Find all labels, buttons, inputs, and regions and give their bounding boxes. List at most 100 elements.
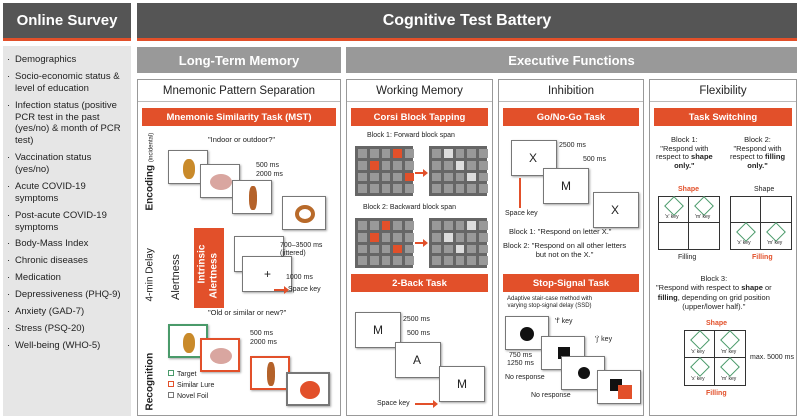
corsi-grid-4 xyxy=(429,218,488,268)
m-key-label: 'm' key xyxy=(695,214,711,220)
pretzel-icon xyxy=(295,205,315,223)
inhibition-panel: Inhibition Go/No-Go Task X M X 2500 ms 5… xyxy=(498,79,644,416)
corsi-arrow-2 xyxy=(415,239,428,247)
encoding-label: Encoding (incidental) xyxy=(144,132,156,211)
stop-signal-time-750: 750 ms xyxy=(509,352,532,359)
alertness-label: Alertness xyxy=(170,254,182,300)
stop-signal-card-4 xyxy=(597,370,641,404)
ts-grid-block3: 'x' key 'm' key 'x' key 'm' key xyxy=(684,330,746,386)
corsi-arrow-1 xyxy=(415,169,428,177)
stop-signal-no-response-2: No response xyxy=(531,392,571,399)
corsi-grid-2 xyxy=(429,146,488,196)
stop-signal-square-icon xyxy=(618,385,632,399)
x-key-label: 'x' key xyxy=(737,240,751,246)
stop-signal-no-response-1: No response xyxy=(505,374,545,381)
ts-b1-filling-label: Filling xyxy=(678,254,697,261)
stop-signal-time-1250: 1250 ms xyxy=(507,360,534,367)
recognition-time-2000: 2000 ms xyxy=(250,339,277,346)
mnemonic-pattern-separation-panel: Mnemonic Pattern Separation Mnemonic Sim… xyxy=(137,79,341,416)
recognition-card-seahorse xyxy=(250,356,290,390)
diamond-stimulus-icon xyxy=(690,357,710,377)
ts-block3-text: Block 3:"Respond with respect to shape o… xyxy=(656,274,772,312)
ts-max-time: max. 5000 ms xyxy=(750,354,794,361)
survey-item: Chronic diseases xyxy=(7,255,127,267)
x-key-label: 'x' key xyxy=(691,376,705,382)
survey-item: Anxiety (GAD-7) xyxy=(7,306,127,318)
legend-similar-lure: Similar Lure xyxy=(168,381,214,390)
brain-icon xyxy=(210,174,232,190)
ts-b2-filling-label: Filling xyxy=(752,254,773,261)
corsi-grid-1 xyxy=(355,146,414,196)
survey-item: Depressiveness (PHQ-9) xyxy=(7,289,127,301)
letter-stimulus: M xyxy=(373,323,383,337)
survey-item: Socio-economic status & level of educati… xyxy=(7,71,127,95)
survey-item: Post-acute COVID-19 symptoms xyxy=(7,210,127,234)
survey-item: Vaccination status (yes/no) xyxy=(7,152,127,176)
survey-item-list: DemographicsSocio-economic status & leve… xyxy=(7,54,127,352)
survey-item: Body-Mass Index xyxy=(7,238,127,250)
go-nogo-block1: Block 1: "Respond on letter X." xyxy=(509,227,612,236)
executive-functions-header: Executive Functions xyxy=(346,47,797,73)
ts-cell xyxy=(761,197,791,223)
go-nogo-time-2500: 2500 ms xyxy=(559,142,586,149)
diamond-stimulus-icon xyxy=(720,357,740,377)
diamond-stimulus-icon xyxy=(720,330,740,350)
delay-time-jitter: 700–3500 ms(jittered) xyxy=(280,242,323,258)
legend-novel-foil: Novel Foil xyxy=(168,392,208,401)
letter-stimulus: X xyxy=(611,203,620,217)
encoding-card-pretzel xyxy=(282,196,326,230)
online-survey-list-panel: DemographicsSocio-economic status & leve… xyxy=(3,46,131,416)
ts-grid-block2: 'x' key 'm' key xyxy=(730,196,792,250)
seahorse-icon xyxy=(267,362,275,386)
go-nogo-card-3: X xyxy=(593,192,639,228)
ts-b2-shape-label: Shape xyxy=(754,186,775,193)
ts-cell: 'm' key xyxy=(715,357,745,385)
task-switching-label: Task Switching xyxy=(654,108,792,126)
x-key-label: 'x' key xyxy=(691,349,705,355)
mst-task-label: Mnemonic Similarity Task (MST) xyxy=(142,108,336,126)
delay-space-arrow xyxy=(274,286,289,294)
encoding-card-seahorse xyxy=(232,180,272,214)
x-key-label: 'x' key xyxy=(665,214,679,220)
diamond-stimulus-icon xyxy=(694,196,714,216)
m-key-label: 'm' key xyxy=(721,376,737,382)
ts-cell: 'm' key xyxy=(761,222,791,249)
ts-b3-shape-label: Shape xyxy=(706,320,728,327)
ts-cell: 'x' key xyxy=(731,222,761,249)
fixation-cross: + xyxy=(264,267,272,281)
stop-signal-j-key: 'j' key xyxy=(595,336,613,343)
ts-cell: 'm' key xyxy=(689,196,719,223)
working-memory-title: Working Memory xyxy=(347,80,492,102)
delay-label: 4-min Delay xyxy=(144,248,156,302)
go-nogo-card-2: M xyxy=(543,168,589,204)
encoding-time-500: 500 ms xyxy=(256,162,279,169)
survey-item: Demographics xyxy=(7,54,127,66)
delay-card-front: + xyxy=(242,256,292,292)
corsi-grid-3 xyxy=(355,218,414,268)
recognition-card-brain xyxy=(200,338,240,372)
working-memory-panel: Working Memory Corsi Block Tapping Block… xyxy=(346,79,493,416)
m-key-label: 'm' key xyxy=(767,240,783,246)
legend-target: Target xyxy=(168,370,196,379)
two-back-task-label: 2-Back Task xyxy=(351,274,488,292)
flexibility-title: Flexibility xyxy=(650,80,796,102)
two-back-card-3: M xyxy=(439,366,485,402)
diamond-stimulus-icon xyxy=(664,196,684,216)
m-key-label: 'm' key xyxy=(721,349,737,355)
stop-signal-f-key: 'f' key xyxy=(555,318,573,325)
corsi-block1-label: Block 1: Forward block span xyxy=(367,132,455,139)
seahorse-icon xyxy=(249,186,257,210)
recognition-question: "Old or similar or new?" xyxy=(208,308,287,317)
circle-icon xyxy=(520,327,534,341)
intrinsic-label: Intrinsic xyxy=(196,244,208,284)
pineapple-icon xyxy=(183,159,195,179)
survey-item: Stress (PSQ-20) xyxy=(7,323,127,335)
flexibility-panel: Flexibility Task Switching Block 1:"Resp… xyxy=(649,79,797,416)
ts-cell: 'x' key xyxy=(685,357,715,385)
diamond-stimulus-icon xyxy=(690,330,710,350)
recognition-card-pumpkin xyxy=(286,372,330,406)
recognition-label: Recognition xyxy=(144,352,156,411)
letter-stimulus: M xyxy=(561,179,571,193)
